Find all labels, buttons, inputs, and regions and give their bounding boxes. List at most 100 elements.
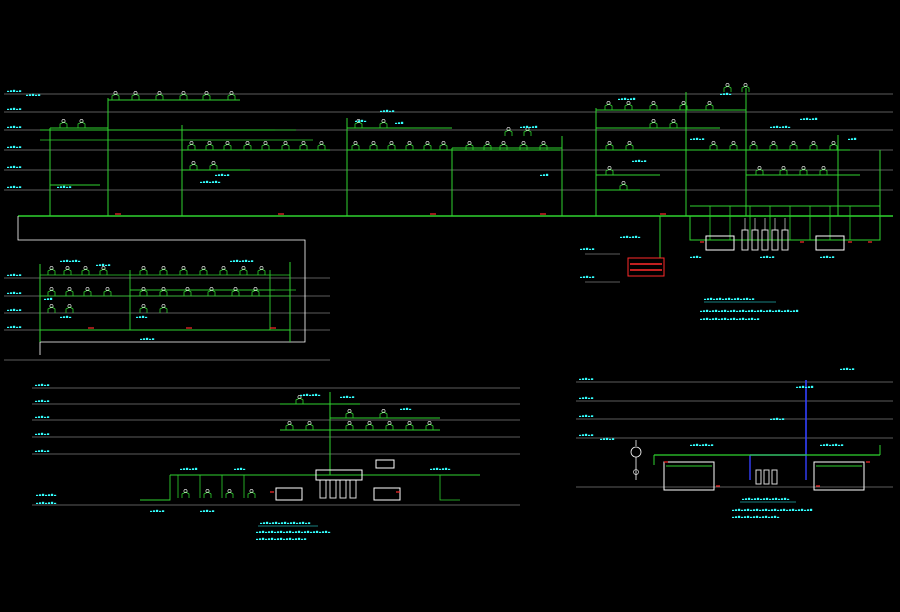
fixture-valve-icon [441,141,446,145]
floor-level-tag-mark [47,433,50,435]
micro-text-mark [583,248,586,250]
meter-valve-icon [633,469,639,475]
fixture-symbol [209,163,218,170]
micro-text-mark [826,443,829,446]
micro-text-mark [227,174,230,176]
micro-text-mark [45,494,48,496]
fixture-symbol [385,423,394,430]
micro-text-mark [69,316,72,318]
fixture-symbol [305,423,314,430]
micro-text-mark [693,256,696,258]
plant-note-mark [733,317,736,320]
floor-level-tag-mark [35,416,38,418]
fixture-valve-icon [67,287,72,291]
micro-text-mark [136,316,139,318]
micro-text-mark [693,138,696,140]
fixture-symbol [227,93,236,100]
micro-text-mark [349,396,352,398]
micro-text-mark [200,510,203,512]
plant-caption-mark [743,298,746,300]
micro-text-mark [242,260,245,262]
tank-note-mark [774,515,777,518]
floor-level-tag-mark [19,309,22,311]
floor-level-tag-mark [16,292,19,294]
fixture-valve-icon [161,266,166,270]
micro-text-mark [620,236,623,238]
fixture-valve-icon [297,395,302,399]
plant-note-mark [781,310,784,312]
floor-level-tag-mark [35,433,38,435]
micro-text-mark [832,444,835,446]
micro-text-mark [218,181,221,183]
pump-note-mark [280,537,283,540]
micro-text-mark [150,510,153,512]
pump-unit-icon [755,469,762,485]
floor-level-tag-mark [10,126,13,128]
micro-text-mark [696,443,699,446]
tank-caption-mark [748,497,751,500]
micro-text-mark [760,256,763,258]
fixture-valve-icon [141,304,146,308]
floor-level-tag-mark [38,384,41,386]
fixture-valve-icon [371,141,376,145]
fixture-symbol [625,143,634,150]
pump-caption-mark [275,521,278,524]
micro-text-mark [237,468,240,470]
floor-level-tag-mark [591,378,594,380]
pump-note-mark [304,538,307,540]
micro-text-mark [627,98,630,100]
pump-note-mark [274,538,277,540]
pump-note-mark [268,538,271,540]
micro-text-mark [618,98,621,100]
micro-text-mark [823,256,826,258]
floor-level-tag-mark [38,416,41,418]
floor-level-tag-mark [13,325,16,328]
micro-text-mark [48,494,51,496]
plant-note-mark [718,310,721,312]
pump-caption-mark [296,522,299,524]
micro-text-mark [540,174,543,176]
micro-text-mark [392,110,395,112]
plant-supply-pipe [640,216,661,259]
micro-text-mark [39,494,42,496]
plant-note-mark [754,318,757,320]
micro-text-mark [398,122,401,124]
fixture-valve-icon [771,141,776,145]
pump-note-mark [316,530,319,533]
micro-text-mark [102,263,105,266]
micro-text-mark [233,260,236,262]
micro-text-mark [832,256,835,258]
fixture-valve-icon [67,304,72,308]
pump-note-mark [292,531,295,533]
fixture-valve-icon [606,101,611,105]
micro-text-mark [209,510,212,512]
micro-text-mark [638,236,641,238]
micro-text-mark [72,260,75,262]
water-tank-box [705,235,735,251]
tank-note-mark [738,508,741,511]
pump-caption-mark [266,521,269,524]
pump-note-mark [277,538,280,540]
micro-text-mark [586,275,589,278]
tank-note-mark [771,516,774,518]
plant-note-mark [763,310,766,312]
plant-loop-pipe [689,216,881,241]
plant-note-mark [721,310,724,312]
floor-level-tag-mark [7,126,10,128]
fixture-valve-icon [757,166,762,170]
micro-text-mark [145,316,148,318]
pump-note-mark [265,538,268,540]
floor-level-tag-mark [19,292,22,294]
micro-text-mark [51,493,54,496]
fixture-symbol [369,143,378,150]
micro-text-mark [690,256,693,258]
plant-caption-mark [707,298,710,300]
pump-caption-mark [290,522,293,524]
fixture-symbol [243,143,252,150]
floor-lines [4,93,893,506]
tank-note-mark [771,509,774,511]
fixture-symbol [139,306,148,313]
micro-text-mark [44,298,47,300]
fixture-valve-icon [191,161,196,165]
control-box [375,459,395,469]
